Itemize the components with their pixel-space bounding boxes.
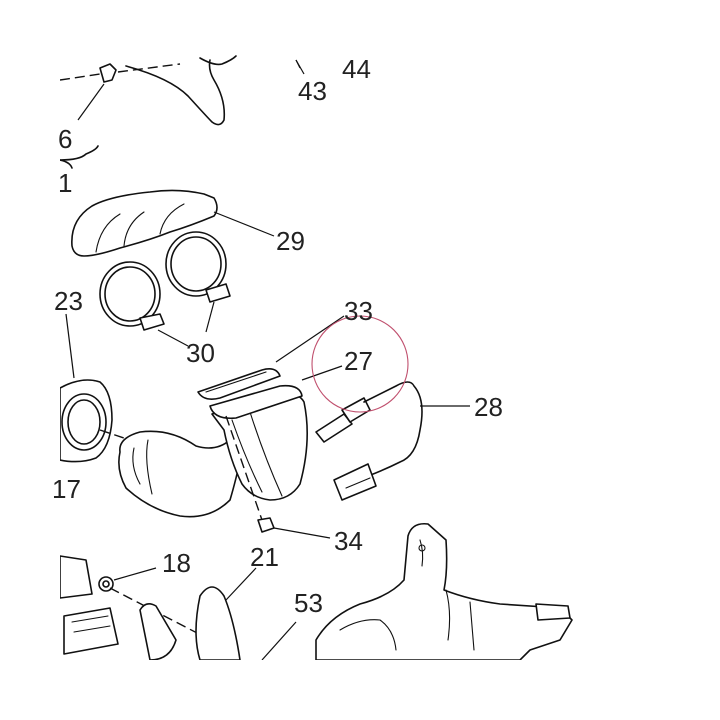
hose-part-top <box>125 55 237 126</box>
sleeve-part-17 <box>60 379 131 463</box>
highlight-circle <box>311 315 409 413</box>
callout-21: 21 <box>250 542 279 572</box>
callout-23: 23 <box>54 286 83 316</box>
axis-line <box>225 415 263 521</box>
subframe-part-53 <box>315 522 573 660</box>
callout-6: 6 <box>58 124 72 154</box>
bracket-part-21 <box>139 567 297 660</box>
elbow-pipe-part-27 <box>118 384 308 518</box>
callout-33: 33 <box>344 296 373 326</box>
nut-part-34 <box>257 517 331 539</box>
callout-18: 18 <box>162 548 191 578</box>
sensor-part-28 <box>315 381 470 501</box>
callout-1: 1 <box>58 168 72 198</box>
leader-27 <box>301 365 343 381</box>
clip-part-6 <box>60 63 181 169</box>
clamps-part-30 <box>99 231 231 347</box>
callout-53: 53 <box>294 588 323 618</box>
bolt-part-18 <box>60 555 231 655</box>
cover-part-29 <box>71 189 275 257</box>
callout-34: 34 <box>334 526 363 556</box>
callout-44: 44 <box>342 54 371 84</box>
callout-43: 43 <box>298 76 327 106</box>
callout-27: 27 <box>344 346 373 376</box>
callout-30: 30 <box>186 338 215 368</box>
gasket-part-33 <box>197 315 345 400</box>
leader-44 <box>295 59 301 69</box>
callout-17: 17 <box>52 474 81 504</box>
leader-23 <box>65 313 75 379</box>
callout-29: 29 <box>276 226 305 256</box>
callout-28: 28 <box>474 392 503 422</box>
